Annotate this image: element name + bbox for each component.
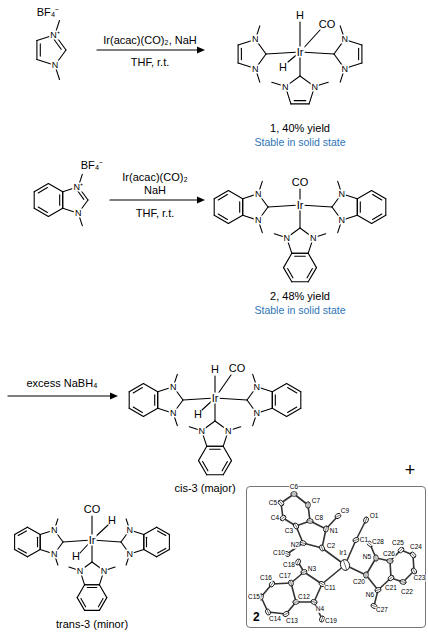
atom-label: N5 (362, 554, 371, 561)
nitrogen-atom: N (224, 426, 233, 435)
nitrogen-atom: N (125, 549, 134, 558)
atom-label: C18 (283, 562, 296, 569)
metal-label: Ir (211, 393, 220, 404)
nitrogen-atom: N (51, 61, 60, 70)
atom-label: C21 (385, 585, 398, 592)
nitrogen-atom: N (337, 189, 346, 198)
nitrogen-atom: N (254, 216, 263, 225)
nitrogen-atom: N (251, 35, 260, 44)
atom-label: C5 (268, 500, 277, 507)
hydride-label: H (72, 551, 80, 562)
atom-label: C10 (273, 550, 286, 557)
nitrogen-atom: N (309, 233, 318, 242)
nitrogen-atom: N (76, 566, 85, 575)
compound-label: 2, 48% yield (270, 291, 330, 302)
hydride-label: H (108, 515, 116, 526)
atom-label: C20 (353, 579, 366, 586)
nitrogen-atom: N (197, 426, 206, 435)
reagent-text: Ir(acac)(CO)₂ (122, 172, 187, 183)
nitrogen-atom: N (337, 216, 346, 225)
reagent-text: NaH (144, 185, 166, 196)
counter-anion: BF₄⁻ (81, 160, 104, 171)
atom-label: C16 (260, 575, 273, 582)
inset-frame: 2 (246, 486, 426, 628)
atom-label: C8 (314, 515, 323, 522)
atom-label: C22 (401, 589, 414, 596)
nitrogen-atom: N (282, 233, 291, 242)
atom-label: N6 (365, 592, 374, 599)
hydride-label: H (279, 62, 287, 73)
stability-note: Stable in solid state (254, 137, 345, 148)
metal-label: Ir (88, 535, 97, 546)
hydride-label: H (194, 409, 202, 420)
atom-label: C19 (325, 618, 338, 625)
nitrogen-atom: N⁺ (73, 182, 85, 191)
nitrogen-atom: N (100, 566, 109, 575)
atom-label: N4 (315, 606, 324, 613)
hydride-label: H (296, 10, 304, 21)
condition-text: THF, r.t. (131, 57, 170, 68)
nitrogen-atom: N (310, 82, 319, 91)
atom-label: N3 (307, 566, 316, 573)
atom-label: C27 (376, 607, 389, 614)
compound-label: cis-3 (major) (174, 483, 235, 494)
atom-label: C12 (298, 594, 311, 601)
nitrogen-atom: N (252, 382, 261, 391)
atom-label: N2 (290, 542, 299, 549)
nitrogen-atom: N (125, 526, 134, 535)
nitrogen-atom: N (169, 409, 178, 418)
atom-label: C25 (392, 540, 405, 547)
atom-label: C14 (269, 616, 282, 623)
atom-label: C3 (284, 528, 293, 535)
atom-label: C28 (372, 539, 385, 546)
metal-label: Ir (296, 200, 305, 211)
nitrogen-atom: N (340, 64, 349, 73)
atom-label: C13 (286, 618, 299, 625)
atom-label: C26 (383, 551, 396, 558)
nitrogen-atom: N (252, 409, 261, 418)
carbonyl-label: CO (229, 363, 246, 374)
metal-label: Ir (296, 47, 305, 58)
atom-label: C2 (326, 543, 335, 550)
nitrogen-atom: N (254, 189, 263, 198)
reagent-text: excess NaBH₄ (26, 378, 97, 389)
atom-label: C23 (413, 575, 426, 582)
nitrogen-atom: N (169, 382, 178, 391)
atom-label: C15 (248, 594, 261, 601)
counter-anion: BF₄⁻ (37, 7, 60, 18)
plus-sign: + (405, 461, 416, 479)
condition-text: THF, r.t. (136, 208, 175, 219)
atom-label: C11 (324, 585, 336, 592)
nitrogen-atom: N⁺ (49, 30, 61, 39)
atom-label: C7 (311, 498, 320, 505)
compound-label: trans-3 (minor) (56, 619, 128, 630)
nitrogen-atom: N (50, 549, 59, 558)
nitrogen-atom: N (74, 209, 83, 218)
atom-label: N1 (329, 528, 338, 535)
carbonyl-label: CO (84, 504, 101, 515)
nitrogen-atom: N (281, 82, 290, 91)
carbonyl-label: CO (292, 177, 309, 188)
atom-label: C24 (410, 544, 423, 551)
atom-label: Ir1 (339, 550, 348, 557)
atom-label: O1 (369, 513, 379, 520)
stability-note: Stable in solid state (254, 305, 345, 316)
atom-label: C17 (279, 573, 292, 580)
nitrogen-atom: N (251, 64, 260, 73)
atom-label: C9 (340, 508, 349, 515)
compound-label: 1, 40% yield (270, 123, 330, 134)
nitrogen-atom: N (50, 526, 59, 535)
atom-label: C4 (270, 515, 279, 522)
atom-label: C1 (359, 537, 368, 544)
nitrogen-atom: N (340, 35, 349, 44)
atom-label: C6 (289, 484, 298, 491)
reagent-text: Ir(acac)(CO)₂, NaH (103, 35, 197, 46)
carbonyl-label: CO (319, 19, 336, 30)
compound-number: 2 (253, 611, 260, 623)
hydride-label: H (211, 364, 219, 375)
